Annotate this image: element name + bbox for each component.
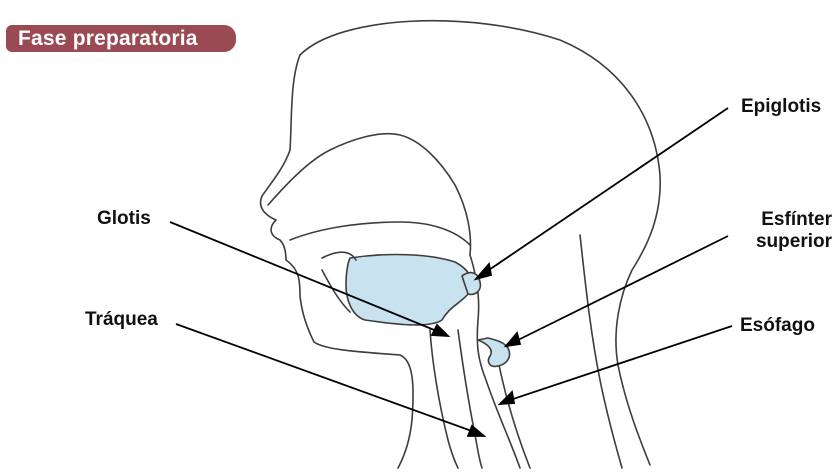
upper-sphincter (478, 338, 510, 366)
arrow-epiglotis (476, 264, 491, 279)
label-esfinter-line2: superior (744, 231, 832, 253)
head-outline (300, 21, 660, 465)
arrow-traquea (468, 426, 484, 436)
label-esfinter-superior: Esfínter superior (744, 209, 832, 253)
leader-esofago (504, 326, 732, 402)
label-traquea: Tráquea (85, 309, 158, 331)
tongue (346, 255, 472, 325)
airway-front (430, 330, 458, 468)
leader-epiglotis (480, 108, 728, 276)
label-epiglotis: Epiglotis (741, 96, 821, 118)
label-glotis: Glotis (97, 208, 151, 230)
label-esofago: Esófago (740, 315, 815, 337)
phase-title-badge: Fase preparatoria (6, 25, 236, 52)
label-esfinter-line1: Esfínter (744, 209, 832, 231)
leader-traquea (176, 324, 480, 434)
arrow-esofago (500, 392, 514, 404)
arrow-esfinter (506, 333, 520, 346)
arrow-glotis (432, 325, 448, 336)
hard-palate (290, 222, 470, 245)
leader-esfinter (510, 236, 728, 344)
